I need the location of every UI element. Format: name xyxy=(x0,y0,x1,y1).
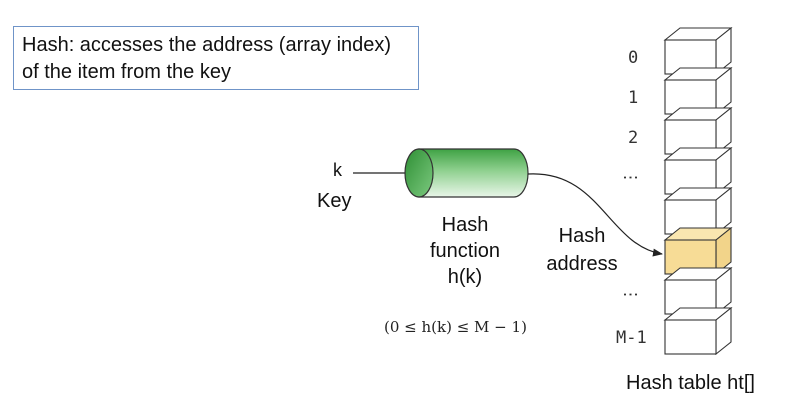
table-cell-0 xyxy=(663,26,733,76)
index-label-1: 1 xyxy=(628,88,639,108)
range-formula: (0 ≤ h(k) ≤ M − 1) xyxy=(384,318,527,336)
hash-address-arrow xyxy=(527,173,663,257)
table-cell-7 xyxy=(663,306,733,356)
hash-function-label: Hash function h(k) xyxy=(415,212,515,290)
table-cell-4 xyxy=(663,186,733,236)
hash-address-line-1: Hash xyxy=(558,225,606,247)
table-cell-3 xyxy=(663,146,733,196)
table-cell-2 xyxy=(663,106,733,156)
definition-box: Hash: accesses the address (array index)… xyxy=(13,26,419,90)
index-label-2: 2 xyxy=(628,128,639,148)
hash-function-line-3: h(k) xyxy=(447,266,483,288)
key-label: Key xyxy=(317,190,352,212)
index-label-ellipsis-1: ⋮ xyxy=(621,169,641,186)
index-label-0: 0 xyxy=(628,48,639,68)
hash-function-line-2: function xyxy=(429,240,501,262)
hash-address-label: Hash address xyxy=(538,222,626,278)
hash-function-line-1: Hash xyxy=(441,214,489,236)
definition-line-2: of the item from the key xyxy=(22,61,231,83)
table-cell-6 xyxy=(663,266,733,316)
hash-table-caption: Hash table ht[] xyxy=(626,372,755,394)
hash-table xyxy=(663,26,733,356)
table-cell-highlighted xyxy=(663,226,733,276)
hash-function-cylinder xyxy=(404,148,529,198)
table-cell-1 xyxy=(663,66,733,116)
definition-line-1: Hash: accesses the address (array index) xyxy=(22,34,392,56)
index-label-last: M-1 xyxy=(616,328,647,348)
hash-address-line-2: address xyxy=(546,253,618,275)
key-symbol: k xyxy=(333,160,342,180)
index-label-ellipsis-2: ⋮ xyxy=(621,286,641,303)
